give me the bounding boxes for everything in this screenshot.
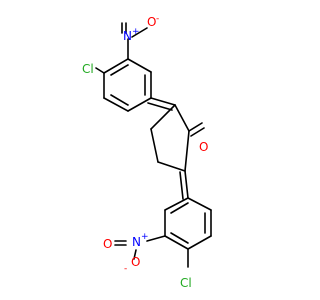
bond bbox=[127, 58, 152, 73]
positive-charge-label: + bbox=[132, 27, 140, 37]
chlorine-atom-label: Cl bbox=[82, 62, 94, 76]
bottom-aryl-ring bbox=[164, 197, 212, 250]
bond bbox=[170, 232, 189, 244]
negative-charge-label: - bbox=[156, 14, 159, 24]
oxygen-atom-label: O bbox=[131, 255, 140, 269]
positive-charge-label: + bbox=[141, 232, 149, 242]
negative-charge-label: - bbox=[124, 264, 127, 274]
central-core bbox=[147, 97, 205, 200]
bond bbox=[103, 58, 129, 74]
bond bbox=[157, 161, 186, 172]
bond bbox=[164, 235, 189, 250]
bond bbox=[179, 171, 184, 200]
bond bbox=[95, 67, 105, 74]
nitrogen-atom-label: N bbox=[123, 29, 132, 43]
bond bbox=[164, 197, 189, 211]
bond bbox=[170, 202, 189, 214]
nitrogen-atom-label: N bbox=[132, 235, 141, 249]
top-substituents bbox=[95, 22, 148, 74]
ketone-oxygen-label: O bbox=[199, 140, 208, 154]
top-aryl-ring bbox=[103, 58, 152, 112]
bond bbox=[110, 64, 129, 76]
chlorine-atom-label: Cl bbox=[180, 276, 192, 290]
bond bbox=[184, 170, 189, 199]
bond bbox=[150, 104, 176, 130]
oxygen-atom-label: O bbox=[103, 237, 112, 251]
bond bbox=[133, 249, 137, 260]
bond bbox=[147, 102, 173, 111]
bond bbox=[127, 97, 152, 112]
oxygen-atom-label: O bbox=[147, 15, 156, 29]
bond bbox=[187, 197, 212, 211]
bottom-substituents bbox=[114, 235, 189, 268]
bond bbox=[187, 235, 212, 250]
bond bbox=[131, 27, 148, 38]
bond bbox=[184, 130, 190, 172]
bond bbox=[188, 122, 203, 132]
bond bbox=[150, 97, 176, 106]
bond bbox=[103, 97, 129, 112]
bond bbox=[146, 235, 166, 242]
molecule-structure: Cl N + O - O N + O O - Cl bbox=[82, 14, 212, 290]
bond bbox=[174, 104, 190, 132]
bond bbox=[190, 127, 205, 137]
bond bbox=[150, 128, 159, 163]
bond bbox=[110, 94, 129, 106]
